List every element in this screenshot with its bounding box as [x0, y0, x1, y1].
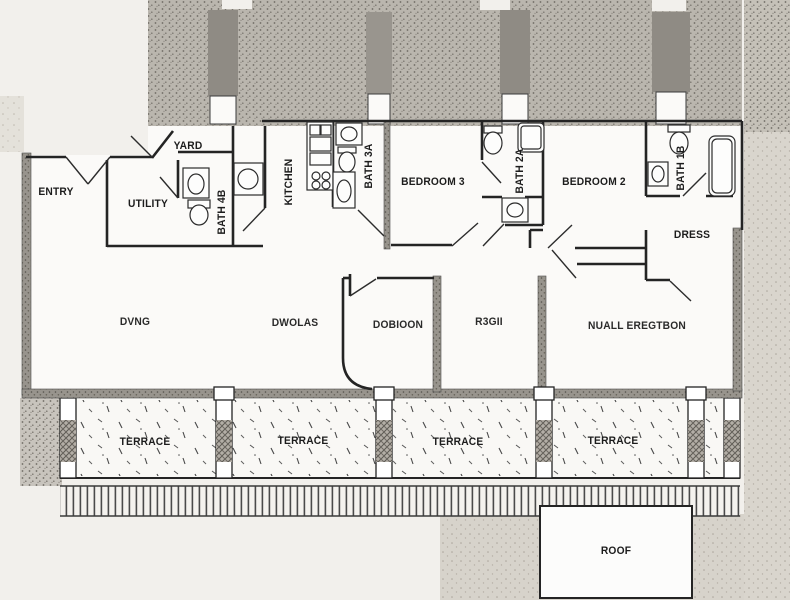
fixtures — [182, 121, 736, 226]
floor-interior — [25, 126, 742, 393]
yard-noise-band — [148, 0, 742, 127]
door-swings — [65, 135, 707, 302]
room-label-entry: ENTRY — [38, 186, 74, 198]
room-label-bath-1b: BATH 1B — [675, 145, 687, 191]
bath2a-fixtures — [483, 122, 545, 223]
shower-fixture — [233, 162, 264, 196]
terrace-label-1: TERRACE — [119, 436, 171, 448]
room-label-kitchen: KITCHEN — [283, 158, 295, 206]
ghost-label-living: DVNG — [119, 316, 151, 328]
left-ground-noise — [0, 96, 62, 486]
terrace-label-2: TERRACE — [277, 435, 329, 447]
roof-box — [539, 505, 693, 599]
room-label-bedroom-3: BEDROOM 3 — [401, 176, 465, 188]
wall-pillar-stubs — [213, 386, 707, 401]
room-label-bath-3a: BATH 3A — [363, 143, 375, 189]
room-label-utility: UTILITY — [128, 198, 168, 210]
bath1b-fixtures — [647, 124, 736, 197]
ghost-label-hall: R3GII — [475, 316, 503, 328]
right-margin-noise — [744, 0, 790, 600]
bath3a-fixtures — [332, 122, 363, 209]
ghost-label-dining: DWOLAS — [271, 317, 319, 329]
roof-label: ROOF — [600, 545, 632, 557]
terrace-label-3: TERRACE — [432, 436, 484, 448]
ghost-label-room: DOBIOON — [372, 319, 424, 331]
room-label-bath-4b: BATH 4B — [216, 189, 228, 235]
ghost-label-main-bedroom: NUALL EREGTBON — [588, 320, 686, 332]
room-label-dress: DRESS — [673, 229, 711, 241]
room-label-bath-2a: BATH 2A — [514, 148, 526, 194]
bath4b-fixtures — [182, 167, 211, 226]
terrace-label-4: TERRACE — [587, 435, 639, 447]
room-label-yard: YARD — [173, 140, 203, 152]
kitchen-fixtures — [306, 121, 334, 191]
terrace-row — [59, 397, 741, 479]
terrace-pillars — [59, 397, 741, 479]
room-label-bedroom-2: BEDROOM 2 — [562, 176, 626, 188]
yard-piers — [208, 10, 690, 125]
